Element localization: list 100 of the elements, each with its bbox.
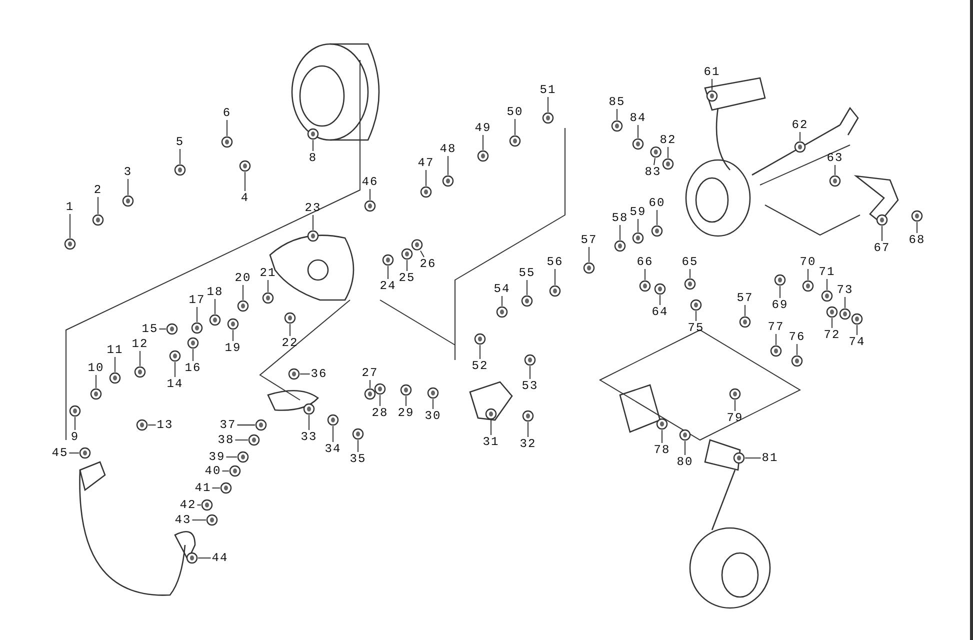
callout-number: 60: [648, 197, 666, 209]
reel-part-drawing: [239, 160, 251, 172]
reel-part-drawing: [288, 368, 300, 380]
reel-part-drawing: [542, 112, 554, 124]
reel-part-drawing: [364, 200, 376, 212]
reel-part-drawing: [477, 150, 489, 162]
reel-part-drawing: [911, 210, 923, 222]
callout-number: 85: [608, 96, 626, 108]
leader-line: [196, 306, 198, 322]
callout-number: 27: [362, 367, 378, 379]
callout-number: 21: [260, 267, 276, 279]
reel-part-drawing: [826, 306, 838, 318]
leader-line: [744, 304, 746, 316]
reel-part-drawing: [352, 428, 364, 440]
callout-number: 13: [156, 419, 174, 431]
reel-part-drawing: [169, 350, 181, 362]
leader-line: [244, 172, 246, 192]
callout-number: 82: [660, 134, 676, 146]
leader-line: [68, 452, 80, 454]
reel-part-drawing: [364, 388, 376, 400]
callout-number: 74: [848, 336, 866, 348]
reel-part-drawing: [522, 410, 534, 422]
callout-number: 11: [106, 344, 124, 356]
leader-line: [406, 260, 408, 272]
reel-part-drawing: [229, 465, 241, 477]
leader-line: [916, 222, 918, 234]
reel-part-drawing: [427, 387, 439, 399]
callout-number: 29: [398, 407, 414, 419]
reel-part-drawing: [221, 136, 233, 148]
reel-part-drawing: [521, 295, 533, 307]
callout-number: 75: [688, 322, 704, 334]
leader-line: [834, 164, 836, 176]
reel-part-drawing: [509, 135, 521, 147]
leader-line: [514, 118, 516, 136]
leader-line: [844, 296, 846, 308]
reel-part-drawing: [474, 333, 486, 345]
callout-number: 36: [310, 368, 328, 380]
leader-line: [148, 424, 156, 426]
callout-number: 55: [518, 267, 536, 279]
reel-part-drawing: [227, 318, 239, 330]
callout-number: 51: [540, 84, 556, 96]
reel-part-drawing: [774, 274, 786, 286]
callout-number: 64: [652, 306, 668, 318]
callout-number: 77: [768, 321, 784, 333]
callout-number: 58: [612, 212, 628, 224]
reel-part-drawing: [206, 514, 218, 526]
reel-part-drawing: [733, 452, 745, 464]
leader-line: [174, 362, 176, 378]
callout-number: 81: [762, 452, 778, 464]
callout-number: 48: [440, 143, 456, 155]
callout-number: 32: [520, 438, 536, 450]
leader-line: [588, 246, 590, 262]
reel-part-drawing: [201, 499, 213, 511]
callout-number: 70: [800, 256, 816, 268]
reel-part-drawing: [382, 254, 394, 266]
leader-line: [490, 420, 492, 436]
leader-line: [158, 328, 166, 330]
callout-number: 69: [772, 299, 788, 311]
callout-number: 22: [282, 337, 298, 349]
callout-number: 25: [398, 272, 416, 284]
reel-part-drawing: [662, 158, 674, 170]
callout-number: 5: [176, 136, 184, 148]
callout-number: 8: [308, 152, 318, 164]
reel-part-drawing: [706, 90, 718, 102]
reel-part-drawing: [166, 323, 178, 335]
callout-number: 65: [682, 256, 698, 268]
reel-part-drawing: [307, 128, 319, 140]
leader-line: [214, 298, 216, 314]
leader-line: [232, 330, 234, 342]
reel-part-drawing: [656, 418, 668, 430]
callout-number: 30: [424, 410, 442, 422]
reel-part-drawing: [485, 408, 497, 420]
callout-number: 24: [380, 280, 396, 292]
callout-number: 56: [546, 256, 564, 268]
leader-line: [826, 278, 828, 290]
callout-number: 46: [362, 176, 378, 188]
callout-number: 71: [818, 266, 836, 278]
reel-part-drawing: [307, 230, 319, 242]
reel-part-drawing: [442, 175, 454, 187]
reel-part-drawing: [679, 429, 691, 441]
callout-number: 3: [124, 166, 132, 178]
callout-number: 78: [654, 444, 670, 456]
callout-number: 10: [88, 362, 104, 374]
reel-part-drawing: [651, 225, 663, 237]
leader-line: [856, 324, 858, 336]
reel-part-drawing: [684, 278, 696, 290]
callout-number: 57: [736, 292, 754, 304]
reel-part-drawing: [191, 322, 203, 334]
callout-number: 19: [224, 342, 242, 354]
leader-line: [312, 214, 314, 230]
callout-number: 59: [630, 206, 646, 218]
reel-part-drawing: [791, 355, 803, 367]
callout-number: 80: [676, 456, 694, 468]
callout-number: 62: [792, 119, 808, 131]
reel-part-drawing: [220, 482, 232, 494]
leader-line: [616, 108, 618, 120]
reel-part-drawing: [632, 232, 644, 244]
callout-number: 38: [218, 434, 234, 446]
reel-part-drawing: [611, 120, 623, 132]
leader-line: [312, 140, 314, 152]
